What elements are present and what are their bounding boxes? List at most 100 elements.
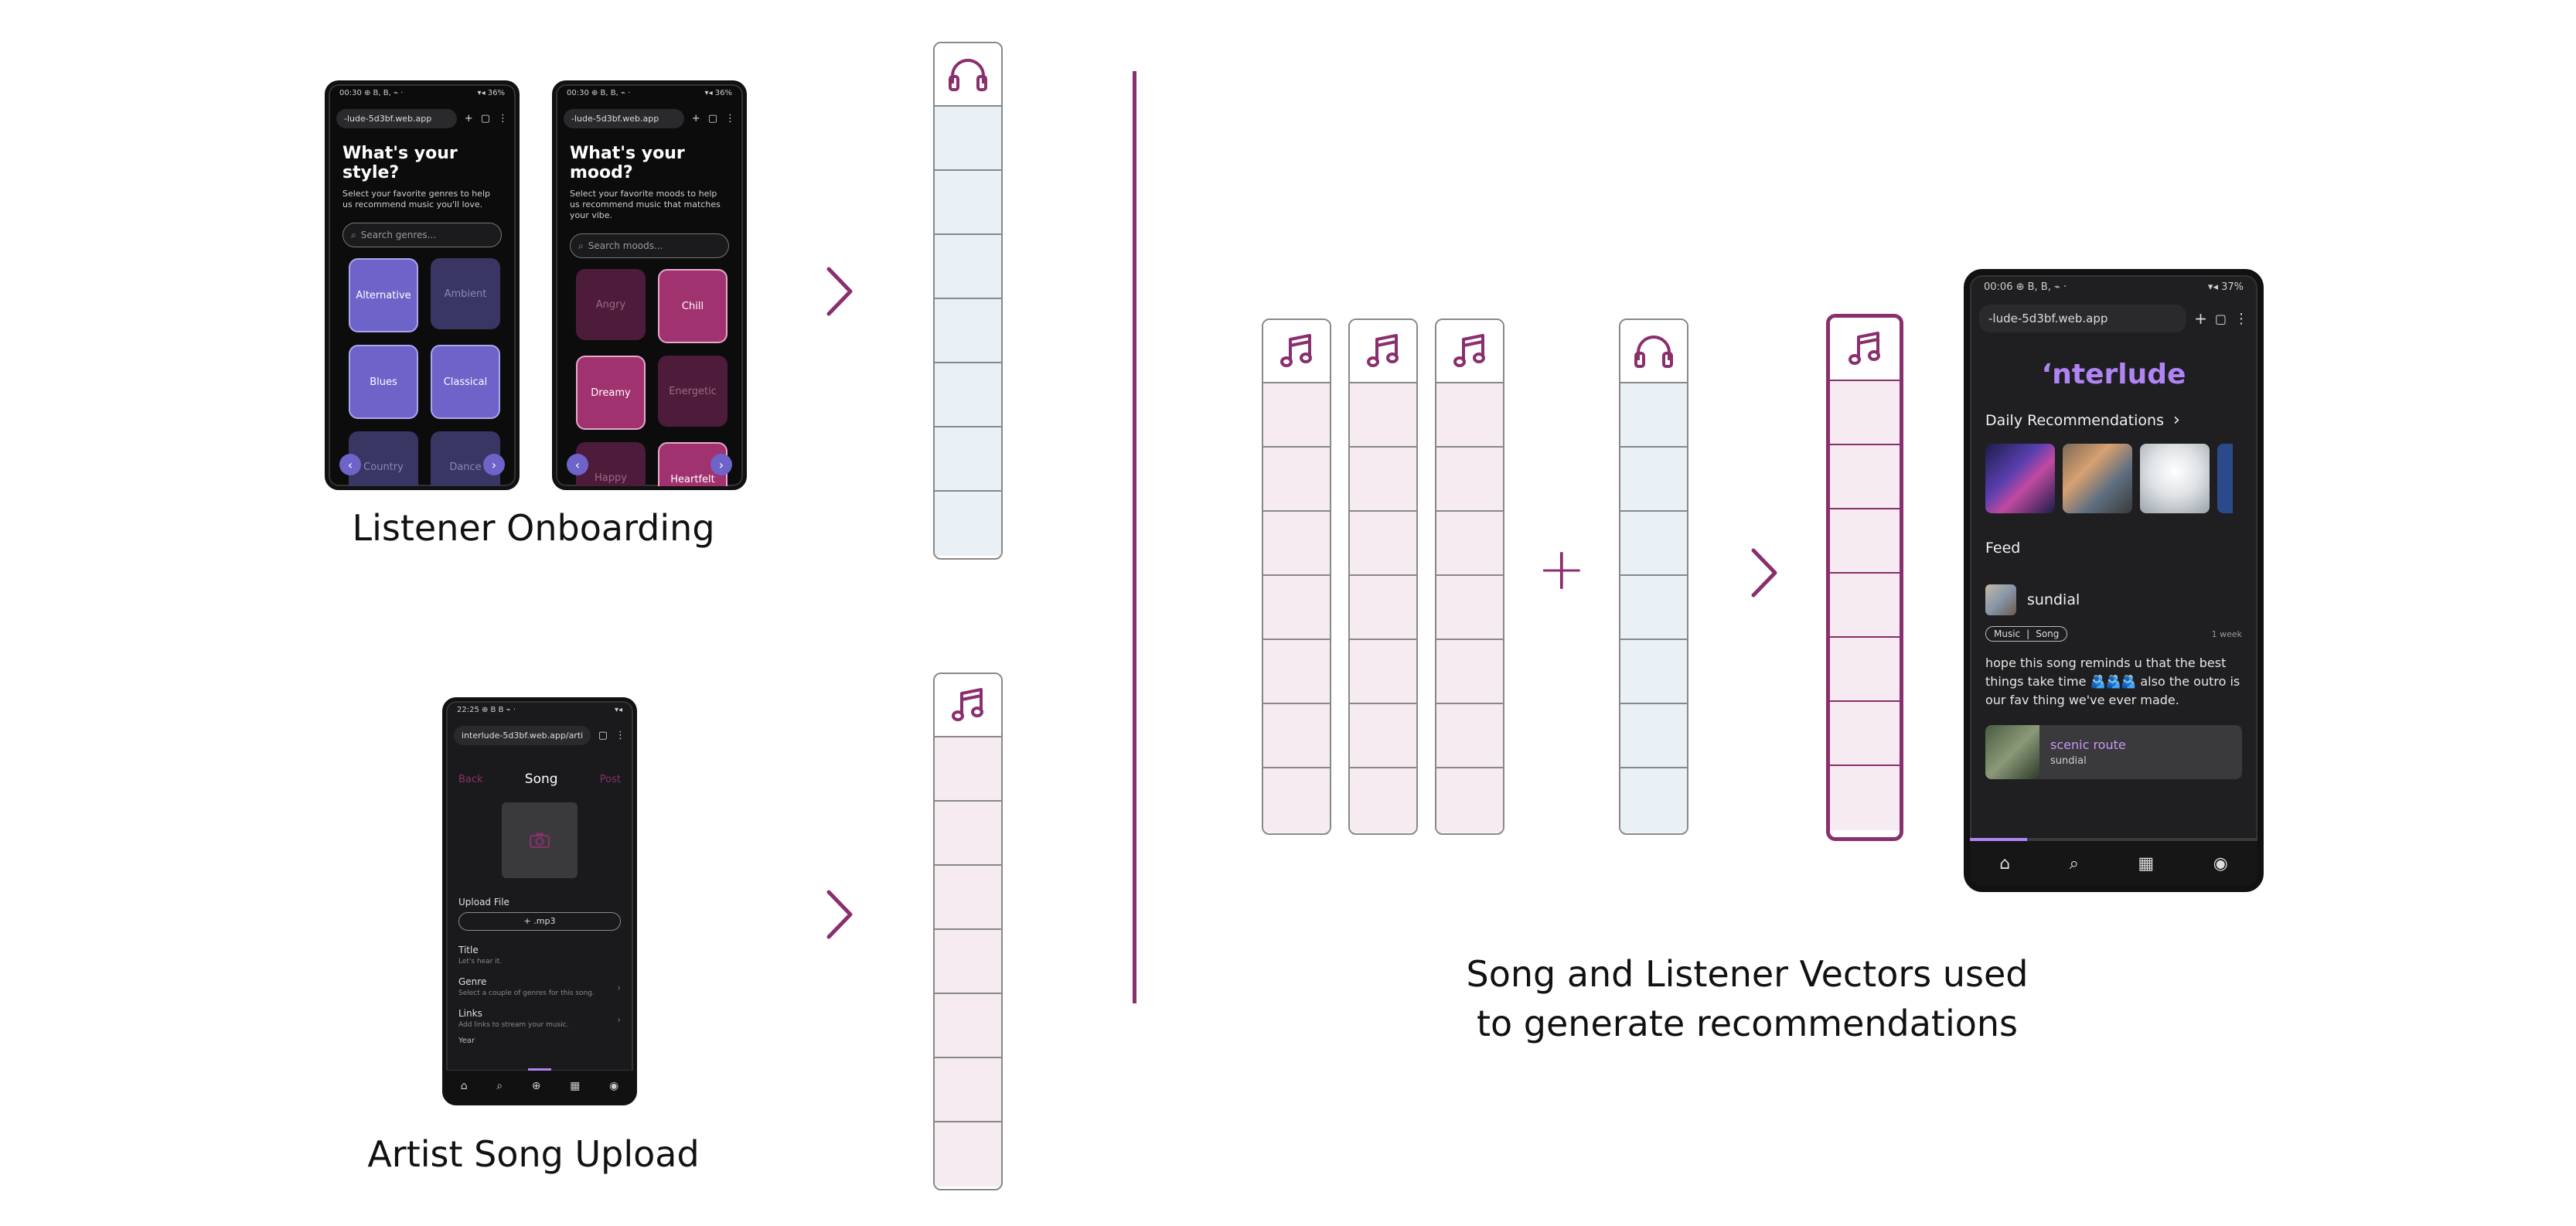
genre-tile-blues[interactable]: Blues xyxy=(349,345,418,419)
genre-tile-classical[interactable]: Classical xyxy=(431,345,500,419)
vector-cell xyxy=(1436,576,1503,640)
vector-cell xyxy=(935,930,1001,994)
field-genre[interactable]: Genre Select a couple of genres for this… xyxy=(458,976,621,997)
genre-tile-country[interactable]: Country xyxy=(349,431,418,486)
listener-vector-combined xyxy=(1619,318,1688,835)
chevron-right-icon: › xyxy=(617,983,621,993)
menu-icon[interactable]: ⋮ xyxy=(615,730,625,741)
daily-recommendations-label: Daily Recommendations xyxy=(1985,411,2164,429)
phone-interlude-home: 00:06 ⊕ B, B, ⌁ · ▾◂ 37% -lude-5d3bf.web.… xyxy=(1964,269,2264,892)
genre-tile-alternative[interactable]: Alternative xyxy=(349,258,418,332)
chevron-right-icon: › xyxy=(617,1014,621,1025)
home-icon[interactable]: ⌂ xyxy=(1999,853,2011,874)
search-icon[interactable]: ⌕ xyxy=(496,1080,503,1092)
tabs-icon[interactable]: ▢ xyxy=(598,730,608,741)
new-tab-icon[interactable]: + xyxy=(464,113,473,124)
album-cover[interactable] xyxy=(1985,444,2055,513)
next-button[interactable]: › xyxy=(710,454,732,475)
caption-recommendations: Song and Listener Vectors used to genera… xyxy=(1453,949,2041,1048)
song-vector xyxy=(933,673,1003,1190)
feed-heading: Feed xyxy=(1985,540,2021,557)
page-title: Song xyxy=(524,771,558,787)
vector-cell xyxy=(1263,640,1330,704)
music-note-icon xyxy=(1367,334,1399,367)
mood-tile-energetic[interactable]: Energetic xyxy=(658,356,727,427)
song-vector-2 xyxy=(1348,318,1418,835)
new-tab-icon[interactable]: + xyxy=(2194,309,2207,328)
search-icon[interactable]: ⌕ xyxy=(2069,853,2079,874)
mood-tile-chill[interactable]: Chill xyxy=(658,269,727,343)
vector-cell xyxy=(1830,509,1900,574)
vector-cell xyxy=(1350,448,1416,512)
field-year[interactable]: Year xyxy=(458,1037,621,1045)
profile-icon[interactable]: ◉ xyxy=(608,1080,619,1092)
calendar-icon[interactable]: ▦ xyxy=(570,1080,581,1092)
progress-fill xyxy=(1970,838,2028,841)
status-battery: ▾◂ 37% xyxy=(2207,281,2244,293)
page-subtitle: Select your favorite genres to help us r… xyxy=(342,189,490,209)
field-links[interactable]: Links Add links to stream your music. › xyxy=(458,1008,621,1029)
album-cover[interactable] xyxy=(2140,444,2210,513)
vector-cell xyxy=(1350,576,1416,640)
url-bar[interactable]: -lude-5d3bf.web.app xyxy=(336,109,457,128)
cover-art-picker[interactable] xyxy=(502,802,578,878)
page-title: What's your mood? xyxy=(570,144,685,182)
tile-label: Classical xyxy=(443,376,488,388)
field-title[interactable]: Title Let's hear it. xyxy=(458,945,621,965)
vector-cell xyxy=(1620,383,1687,448)
tile-label: Heartfelt xyxy=(670,473,715,485)
menu-icon[interactable]: ⋮ xyxy=(498,113,508,124)
album-cover[interactable] xyxy=(2217,444,2233,513)
headphones-icon xyxy=(949,59,987,91)
tabs-icon[interactable]: ▢ xyxy=(707,113,717,124)
feed-post[interactable]: sundial Music|Song 1 week hope this song… xyxy=(1985,584,2242,779)
mood-tile-angry[interactable]: Angry xyxy=(576,269,646,340)
search-input[interactable]: ⌕Search genres... xyxy=(342,223,502,247)
search-placeholder: Search moods... xyxy=(588,240,663,251)
field-label: Genre xyxy=(458,976,487,987)
upload-mp3-button[interactable]: + .mp3 xyxy=(458,912,621,931)
post-button[interactable]: Post xyxy=(599,773,621,785)
vector-cell xyxy=(935,994,1001,1058)
genre-tile-ambient[interactable]: Ambient xyxy=(431,258,500,329)
status-time: 00:06 ⊕ B, B, ⌁ · xyxy=(1984,281,2067,293)
vector-cell xyxy=(1620,576,1687,640)
new-tab-icon[interactable]: + xyxy=(691,113,700,124)
home-icon[interactable]: ⌂ xyxy=(460,1080,468,1092)
avatar[interactable] xyxy=(1985,584,2016,615)
calendar-icon[interactable]: ▦ xyxy=(2138,853,2155,874)
app-logo: ʻnterlude xyxy=(2041,359,2186,390)
vector-cell xyxy=(1830,766,1900,830)
url-bar[interactable]: interlude-5d3bf.web.app/arti xyxy=(454,726,591,745)
daily-recommendations-link[interactable]: Daily Recommendations › xyxy=(1985,410,2242,430)
next-button[interactable]: › xyxy=(483,454,505,475)
url-bar[interactable]: -lude-5d3bf.web.app xyxy=(1979,305,2187,332)
search-icon: ⌕ xyxy=(351,229,356,240)
music-note-icon xyxy=(1453,334,1485,367)
vector-cell xyxy=(935,866,1001,930)
album-cover[interactable] xyxy=(2063,444,2132,513)
track-card[interactable]: scenic route sundial xyxy=(1985,725,2242,779)
upload-icon[interactable]: ⊕ xyxy=(531,1080,541,1092)
vector-cell xyxy=(1350,768,1416,833)
back-button[interactable]: Back xyxy=(458,773,483,785)
tile-label: Chill xyxy=(681,300,704,312)
vector-cell xyxy=(1263,512,1330,576)
tabs-icon[interactable]: ▢ xyxy=(2214,311,2227,326)
recommendation-carousel[interactable] xyxy=(1985,444,2257,513)
upload-file-label: Upload File xyxy=(458,897,509,908)
menu-icon[interactable]: ⋮ xyxy=(2234,310,2248,327)
prev-button[interactable]: ‹ xyxy=(567,454,588,475)
post-artist-name[interactable]: sundial xyxy=(2027,591,2080,608)
menu-icon[interactable]: ⋮ xyxy=(725,113,735,124)
search-input[interactable]: ⌕Search moods... xyxy=(570,233,729,258)
profile-icon[interactable]: ◉ xyxy=(2213,853,2228,874)
section-divider xyxy=(1133,71,1136,1003)
tabs-icon[interactable]: ▢ xyxy=(480,113,490,124)
mood-tile-dreamy[interactable]: Dreamy xyxy=(576,356,646,430)
vector-cell xyxy=(1620,448,1687,512)
prev-button[interactable]: ‹ xyxy=(339,454,361,475)
url-bar[interactable]: -lude-5d3bf.web.app xyxy=(564,109,684,128)
post-tags: Music|Song xyxy=(1985,626,2068,642)
vector-cell xyxy=(1436,383,1503,448)
